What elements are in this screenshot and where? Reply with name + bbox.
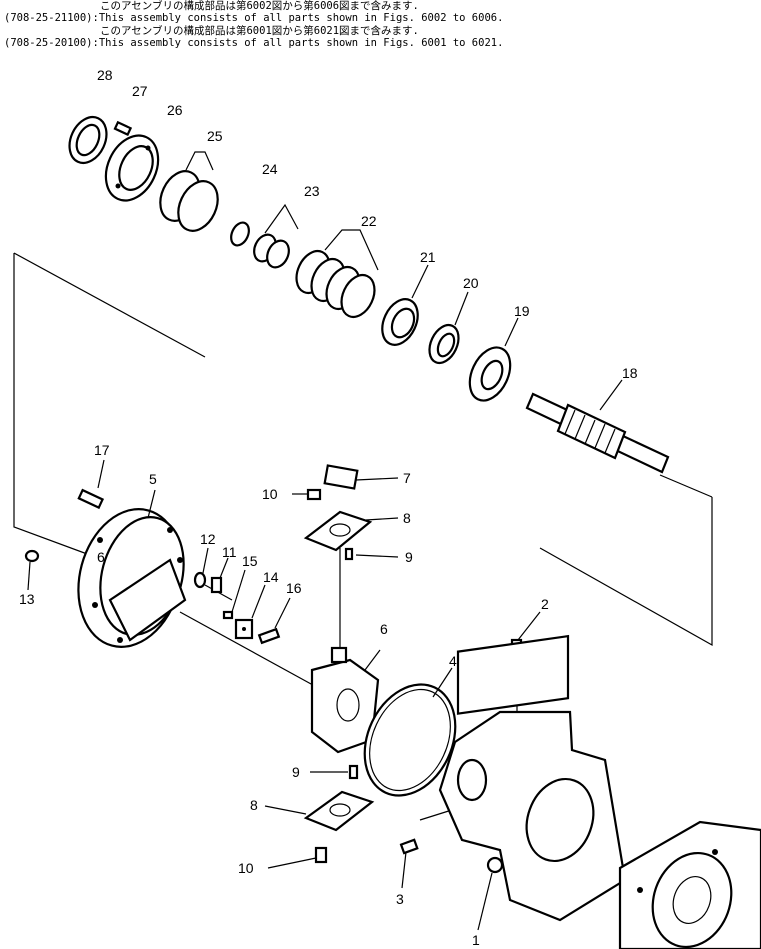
- part-7-block: [323, 464, 399, 490]
- note-text-en-1: This assembly consists of all parts show…: [98, 12, 504, 24]
- part-6-valve-body: [310, 646, 381, 754]
- note-line-en-1: (708-25-21100):This assembly consists of…: [4, 12, 503, 25]
- part-12-o-ring: [193, 547, 209, 589]
- callout-8-upper: 8: [403, 510, 411, 526]
- part-28-seal: [68, 115, 108, 165]
- callout-26: 26: [167, 102, 183, 118]
- part-23-rings: [253, 203, 299, 269]
- part-24-snap-ring: [230, 221, 250, 247]
- callout-13: 13: [19, 591, 35, 607]
- part-10-bolt-lower: [267, 846, 328, 869]
- part-8-plate-upper: [303, 510, 399, 552]
- callout-16: 16: [286, 580, 302, 596]
- part-9-pin-upper: [344, 547, 399, 561]
- part-16-bolt: [257, 597, 291, 645]
- callout-11: 11: [222, 544, 237, 560]
- part-15-pin: [222, 569, 246, 620]
- callout-22: 22: [361, 213, 377, 229]
- callout-9-upper: 9: [405, 549, 413, 565]
- callout-2: 2: [541, 596, 549, 612]
- part-1-pump-case: [438, 634, 627, 931]
- callout-7: 7: [403, 470, 411, 486]
- callout-4: 4: [449, 653, 457, 669]
- callout-21: 21: [420, 249, 436, 265]
- part-5-end-cover: [77, 489, 187, 648]
- part-17-bolt: [77, 459, 105, 510]
- callout-6-cover: 6: [97, 549, 105, 565]
- callout-23: 23: [304, 183, 320, 199]
- adjacent-pump-housing: [618, 820, 761, 949]
- part-22-rings: [295, 229, 379, 319]
- part-4-o-ring: [363, 667, 457, 797]
- callout-19: 19: [514, 303, 530, 319]
- callout-8-lower: 8: [250, 797, 258, 813]
- callout-9-lower: 9: [292, 764, 300, 780]
- part-26-cover: [104, 134, 160, 202]
- callout-28: 28: [97, 67, 113, 83]
- callout-14: 14: [263, 569, 279, 585]
- note-line-jp-1: このアセンブリの構成部品は第6002図から第6006図まで含みます.: [100, 0, 419, 12]
- callout-labels: 28 27 26 25 24 23 22 21 20 19 18 17 5 10…: [19, 67, 638, 948]
- part-11-pin: [210, 557, 229, 594]
- callout-24: 24: [262, 161, 278, 177]
- part-13-plug: [24, 549, 40, 591]
- part-3-plug: [399, 838, 419, 889]
- part-18-shaft: [525, 379, 670, 474]
- part-number-20100: (708-25-20100):: [4, 37, 99, 49]
- callout-1: 1: [472, 932, 480, 948]
- note-text-en-2: This assembly consists of all parts show…: [98, 37, 504, 49]
- part-19-bearing: [468, 317, 519, 402]
- callout-10-upper: 10: [262, 486, 278, 502]
- part-14-block: [234, 584, 266, 640]
- note-line-jp-2: このアセンブリの構成部品は第6001図から第6021図まで含みます.: [100, 25, 419, 37]
- callout-6-valve: 6: [380, 621, 388, 637]
- part-8-plate-lower: [264, 790, 375, 832]
- callout-18: 18: [622, 365, 638, 381]
- part-number-21100: (708-25-21100):: [4, 12, 99, 24]
- callout-15: 15: [242, 553, 258, 569]
- part-27-bolt: [113, 120, 133, 137]
- callout-25: 25: [207, 128, 223, 144]
- callout-27: 27: [132, 83, 148, 99]
- part-9-pin-lower: [310, 764, 359, 780]
- part-20-bearing: [428, 291, 469, 365]
- callout-10-lower: 10: [238, 860, 254, 876]
- callout-5: 5: [149, 471, 157, 487]
- callout-20: 20: [463, 275, 479, 291]
- callout-3: 3: [396, 891, 404, 907]
- part-25-rings: [159, 151, 219, 232]
- callout-17: 17: [94, 442, 110, 458]
- assembly-guide-lines: [13, 252, 713, 821]
- note-line-en-2: (708-25-20100):This assembly consists of…: [4, 37, 503, 50]
- callout-12: 12: [200, 531, 216, 547]
- part-10-bolt-upper: [292, 488, 322, 501]
- part-21-bearing: [381, 264, 429, 346]
